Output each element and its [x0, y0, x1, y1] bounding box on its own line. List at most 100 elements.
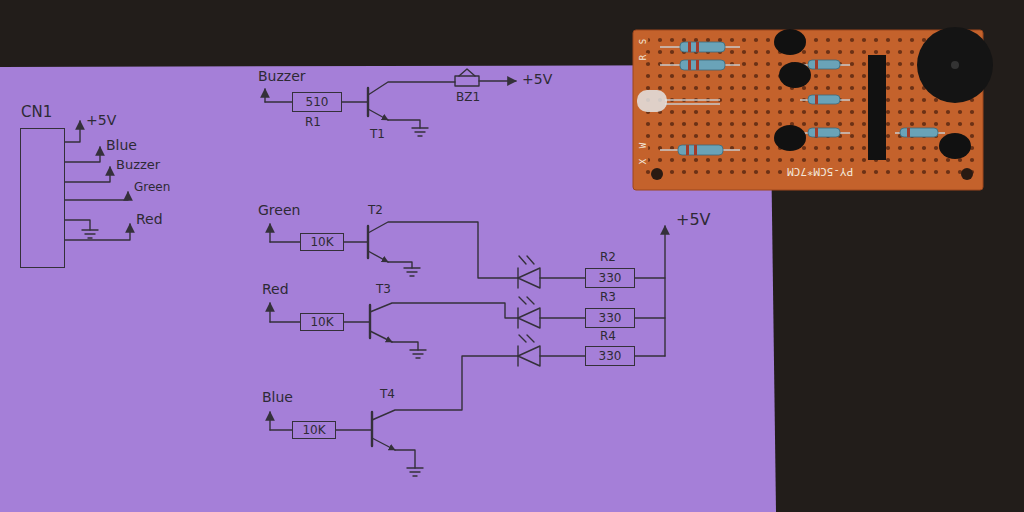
board-hole: [814, 158, 818, 162]
board-hole: [742, 86, 746, 90]
board-hole: [706, 110, 710, 114]
board-hole: [886, 170, 890, 174]
board-hole: [718, 158, 722, 162]
board-hole: [850, 62, 854, 66]
board-hole: [742, 146, 746, 150]
pencil-wires: [264, 89, 265, 102]
board-hole: [814, 86, 818, 90]
board-hole: [766, 170, 770, 174]
transistor-part: [774, 125, 806, 151]
board-hole: [826, 158, 830, 162]
pencil-wires: [65, 224, 130, 240]
board-hole: [886, 146, 890, 150]
pencil-wires: [388, 120, 420, 128]
board-hole: [862, 38, 866, 42]
board-hole: [922, 158, 926, 162]
board-hole: [730, 50, 734, 54]
perfboard-photo: [961, 168, 973, 180]
board-hole: [910, 74, 914, 78]
board-hole: [886, 50, 890, 54]
board-hole: [778, 86, 782, 90]
resistor-symbol: 10K: [300, 313, 344, 331]
board-hole: [766, 98, 770, 102]
board-hole: [850, 158, 854, 162]
pencil-wires: [455, 76, 479, 86]
pencil-wires: [518, 346, 540, 366]
board-hole: [838, 158, 842, 162]
board-hole: [670, 38, 674, 42]
board-hole: [862, 146, 866, 150]
part-name: T4: [380, 388, 395, 400]
board-marking: X: [639, 157, 648, 166]
pencil-wires: [517, 308, 518, 328]
board-hole: [910, 98, 914, 102]
pencil-wires: [369, 305, 371, 338]
board-hole: [898, 86, 902, 90]
pencil-wires: [372, 356, 518, 420]
board-hole: [730, 86, 734, 90]
board-hole: [742, 110, 746, 114]
board-hole: [814, 122, 818, 126]
pencil-wires: [664, 226, 665, 356]
board-hole: [730, 74, 734, 78]
pencil-wires: [517, 268, 518, 288]
board-hole: [946, 170, 950, 174]
board-hole: [970, 122, 974, 126]
board-hole: [886, 98, 890, 102]
board-hole: [778, 98, 782, 102]
resistor-part: [808, 95, 840, 104]
pencil-wires: [519, 256, 534, 264]
transistor-part: [774, 29, 806, 55]
board-hole: [670, 122, 674, 126]
board-hole: [838, 38, 842, 42]
pin-header: [868, 55, 886, 160]
board-hole: [742, 74, 746, 78]
board-hole: [862, 98, 866, 102]
pencil-wires: [518, 268, 540, 288]
board-hole: [874, 50, 878, 54]
board-hole: [898, 122, 902, 126]
resistor-value: 330: [599, 312, 622, 324]
component-lead: [660, 47, 945, 150]
board-marking: W: [639, 141, 648, 150]
board-hole: [850, 146, 854, 150]
board-hole: [898, 110, 902, 114]
part-name: R2: [600, 251, 616, 263]
pencil-wires: [270, 321, 300, 322]
board-hole: [862, 74, 866, 78]
board-hole: [850, 86, 854, 90]
board-hole: [670, 134, 674, 138]
pencil-wires: [265, 101, 292, 102]
pencil-wires: [371, 412, 373, 446]
board-hole: [838, 146, 842, 150]
board-hole: [922, 98, 926, 102]
board-hole: [862, 158, 866, 162]
resistor-value: 10K: [310, 316, 333, 328]
board-hole: [742, 98, 746, 102]
board-hole: [862, 170, 866, 174]
color-band: [907, 128, 910, 137]
board-hole: [910, 86, 914, 90]
board-hole: [718, 170, 722, 174]
pencil-wires: [367, 88, 369, 116]
board-hole: [886, 38, 890, 42]
pencil-wires: [344, 241, 368, 242]
pencil-wires: [635, 277, 665, 278]
board-hole: [910, 62, 914, 66]
pencil-wires: [336, 429, 372, 430]
board-hole: [658, 122, 662, 126]
board-hole: [658, 134, 662, 138]
board-hole: [910, 38, 914, 42]
buzzer-part: [917, 27, 993, 103]
resistor-value: 10K: [302, 424, 325, 436]
buzzer-part: [951, 61, 959, 69]
pencil-wires: [270, 429, 292, 430]
signal-name: Blue: [106, 138, 137, 152]
part-name: T3: [376, 283, 391, 295]
board-hole: [646, 134, 650, 138]
resistor-part: [808, 128, 840, 137]
board-hole: [946, 110, 950, 114]
board-hole: [970, 158, 974, 162]
pencil-wires: [65, 192, 128, 200]
